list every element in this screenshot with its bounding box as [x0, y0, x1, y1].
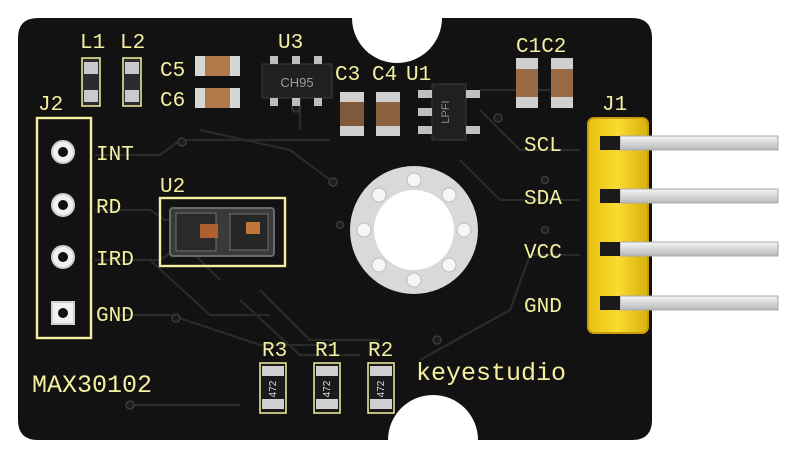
label-c3: C3: [335, 64, 360, 87]
capacitors-c1-c2: [516, 58, 573, 108]
u2-optical-sensor: [169, 207, 275, 257]
label-j2: J2: [38, 94, 63, 117]
label-u3: U3: [278, 32, 303, 55]
j1-label-vcc: VCC: [524, 242, 562, 265]
u3-chip: CH95: [261, 56, 333, 106]
r3-code: 472: [268, 380, 279, 397]
label-j1: J1: [602, 94, 627, 117]
u2-outline: [158, 196, 287, 268]
j1-label-sda: SDA: [524, 188, 562, 211]
u3-marking: CH95: [280, 75, 313, 90]
r1-code: 472: [322, 380, 333, 397]
j1-pin-gnd: [619, 295, 779, 311]
silkscreen-text: L1 L2 U3 C1C2 C5 C6 C3 C4 U1 J2 J1 U2 IN…: [32, 32, 627, 400]
u1-marking: LPFI: [440, 100, 452, 123]
pcb-traces: [95, 88, 580, 407]
resistors: 472 472 472: [259, 362, 395, 414]
brand-logo-text: keyestudio: [416, 359, 566, 388]
j2-label-int: INT: [96, 144, 134, 167]
j1-pin-scl: [619, 135, 779, 151]
label-r1: R1: [315, 340, 340, 363]
j2-pin-pads: [51, 140, 75, 325]
label-l1: L1: [80, 32, 105, 55]
pcb-vias: [125, 103, 550, 410]
label-c6: C6: [160, 90, 185, 113]
label-u2: U2: [160, 176, 185, 199]
j1-label-scl: SCL: [524, 135, 562, 158]
j1-pin-header: [587, 117, 779, 334]
r2-code: 472: [376, 380, 387, 397]
label-c4: C4: [372, 64, 397, 87]
label-c5: C5: [160, 60, 185, 83]
label-r3: R3: [262, 340, 287, 363]
j2-label-rd: RD: [96, 197, 121, 220]
chip-name: MAX30102: [32, 371, 152, 400]
label-u1: U1: [406, 64, 431, 87]
u1-chip: LPFI: [418, 83, 480, 141]
j1-pin-vcc: [619, 241, 779, 257]
silkscreen-outlines: [35, 116, 287, 340]
inductors: [81, 57, 142, 107]
j2-label-ird: IRD: [96, 249, 134, 272]
capacitors-c3-c4: [340, 92, 400, 136]
label-r2: R2: [368, 340, 393, 363]
j1-pin-sda: [619, 188, 779, 204]
mounting-hole: [350, 166, 478, 294]
label-l2: L2: [120, 32, 145, 55]
capacitors-c5-c6: [195, 56, 240, 108]
j2-outline: [35, 116, 93, 340]
label-c1c2: C1C2: [516, 36, 566, 59]
j2-label-gnd: GND: [96, 305, 134, 328]
j1-label-gnd: GND: [524, 296, 562, 319]
